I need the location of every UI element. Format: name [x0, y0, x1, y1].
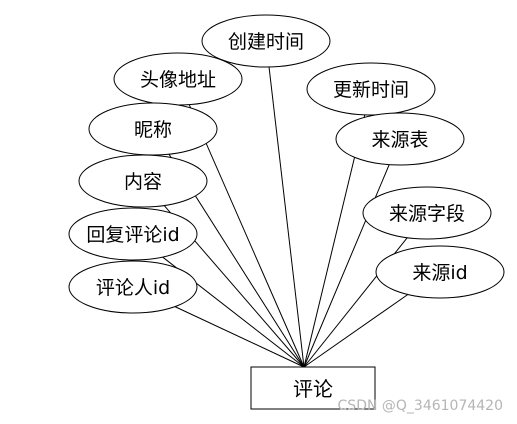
entity-comment: 评论: [250, 366, 376, 410]
attribute-label: 创建时间: [228, 31, 304, 53]
attribute-label: 内容: [124, 171, 162, 193]
attribute-ellipse: [68, 260, 198, 314]
attribute-label: 来源id: [412, 262, 467, 284]
watermark-text: CSDN @Q_3461074420: [337, 398, 503, 414]
attribute-ellipse: [375, 245, 505, 299]
attribute-label: 回复评论id: [86, 224, 179, 246]
entity-label: 评论: [293, 377, 333, 401]
attribute-ellipse: [78, 154, 208, 208]
attribute-source-table: 来源表: [335, 112, 465, 166]
attribute-label: 来源表: [371, 129, 428, 151]
attribute-nickname: 昵称: [88, 102, 218, 156]
attribute-commenter-id: 评论人id: [68, 260, 198, 314]
connector-commenter-id: [174, 306, 305, 368]
entity-box: [250, 366, 376, 410]
attribute-ellipse: [306, 62, 436, 116]
attribute-ellipse: [335, 112, 465, 166]
attribute-content: 内容: [78, 154, 208, 208]
attribute-label: 头像地址: [140, 69, 216, 91]
attribute-label: 评论人id: [96, 277, 170, 299]
attribute-label: 来源字段: [389, 203, 465, 225]
attribute-ellipse: [201, 14, 331, 68]
attribute-label: 更新时间: [333, 79, 409, 101]
attribute-reply-comment-id: 回复评论id: [68, 207, 198, 261]
attribute-create-time: 创建时间: [201, 14, 331, 68]
attribute-source-id: 来源id: [375, 245, 505, 299]
attribute-ellipse: [362, 186, 492, 240]
connector-create-time: [268, 66, 305, 368]
attribute-label: 昵称: [134, 119, 172, 141]
attribute-ellipse: [68, 207, 198, 261]
attribute-update-time: 更新时间: [306, 62, 436, 116]
connector-avatar-url: [188, 104, 305, 368]
connector-source-id: [303, 294, 409, 368]
attribute-avatar-url: 头像地址: [113, 52, 243, 106]
attribute-source-field: 来源字段: [362, 186, 492, 240]
